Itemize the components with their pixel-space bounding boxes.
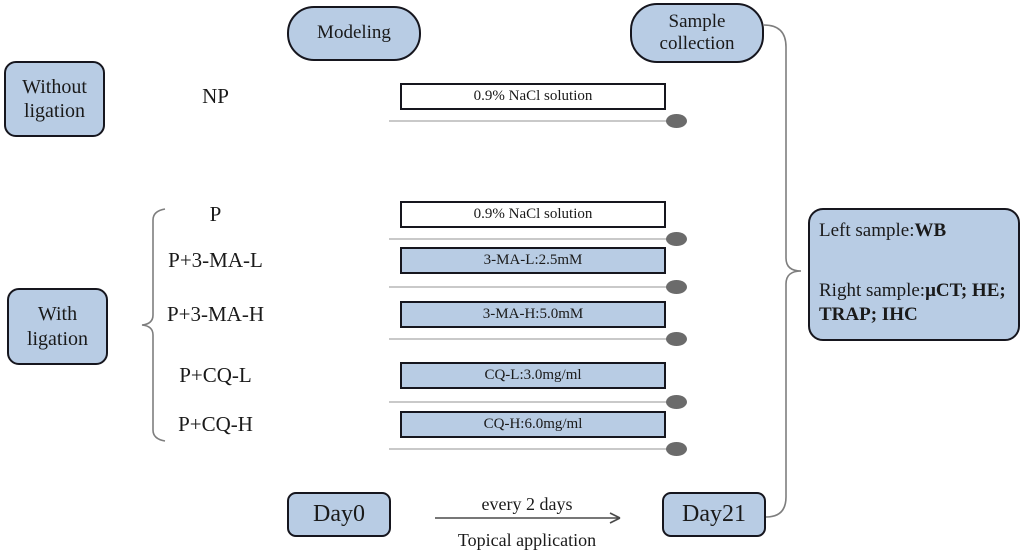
treatment-bar-np-label: 0.9% NaCl solution [473, 88, 593, 104]
day21-label: Day21 [682, 501, 746, 527]
day0-label: Day0 [313, 501, 365, 527]
sample-collection-stage-box: Sample collection [630, 3, 764, 63]
timeline-line-pcqh [389, 448, 677, 450]
timeline-line-p [389, 238, 677, 240]
treatment-bar-p: 0.9% NaCl solution [400, 201, 666, 228]
timeline-line-p3mah [389, 338, 677, 340]
timeline-line-pcql [389, 401, 677, 403]
group-label-pcql: P+CQ-L [179, 363, 252, 387]
sample-collection-stage-label: Sample collection [659, 10, 735, 54]
right-sample-label: Right sample: [819, 279, 926, 301]
treatment-bar-pcqh-label: CQ-H:6.0mg/ml [483, 416, 583, 432]
treatment-bar-p3mal-label: 3-MA-L:2.5mM [483, 252, 583, 268]
endpoint-dot-pcqh [666, 442, 687, 456]
treatment-bar-pcql: CQ-L:3.0mg/ml [400, 362, 666, 389]
modeling-stage-box: Modeling [287, 6, 421, 61]
arrow-caption-top: every 2 days [481, 494, 573, 514]
group-label-p3mal: P+3-MA-L [168, 248, 263, 272]
treatment-bar-np: 0.9% NaCl solution [400, 83, 666, 110]
group-label-p: P [209, 202, 222, 226]
without-ligation-box: Without ligation [4, 61, 105, 137]
right-sample-line: Right sample:μCT; HE; TRAP; IHC [819, 279, 1009, 327]
sample-analysis-box: Left sample:WB Right sample:μCT; HE; TRA… [808, 208, 1020, 341]
treatment-bar-p3mal: 3-MA-L:2.5mM [400, 247, 666, 274]
day0-box: Day0 [287, 492, 391, 537]
timeline-arrow [435, 512, 621, 524]
with-ligation-box: With ligation [7, 288, 108, 365]
endpoint-dot-pcql [666, 395, 687, 409]
left-sample-label: Left sample: [819, 220, 915, 241]
treatment-bar-pcql-label: CQ-L:3.0mg/ml [484, 367, 582, 383]
results-spacer [819, 243, 1009, 279]
endpoint-dot-p3mah [666, 332, 687, 346]
group-label-np: NP [202, 84, 229, 108]
endpoint-dot-np [666, 114, 687, 128]
timeline-line-p3mal [389, 286, 677, 288]
treatment-bar-pcqh: CQ-H:6.0mg/ml [400, 411, 666, 438]
day21-box: Day21 [662, 492, 766, 537]
right-sample-value: μCT; HE; TRAP; IHC [819, 279, 1006, 325]
treatment-bar-p-label: 0.9% NaCl solution [473, 206, 593, 222]
arrow-caption-bottom: Topical application [457, 530, 597, 550]
modeling-stage-label: Modeling [317, 22, 391, 44]
with-ligation-brace [141, 208, 166, 442]
sample-collection-brace [763, 24, 802, 518]
without-ligation-label: Without ligation [22, 75, 87, 122]
with-ligation-label: With ligation [26, 303, 89, 350]
endpoint-dot-p3mal [666, 280, 687, 294]
endpoint-dot-p [666, 232, 687, 246]
treatment-bar-p3mah: 3-MA-H:5.0mM [400, 301, 666, 328]
group-label-p3mah: P+3-MA-H [166, 302, 264, 326]
treatment-bar-p3mah-label: 3-MA-H:5.0mM [482, 306, 584, 322]
left-sample-value: WB [914, 220, 947, 241]
timeline-line-np [389, 120, 677, 122]
left-sample-line: Left sample:WB [819, 219, 1009, 243]
group-label-pcqh: P+CQ-H [178, 412, 253, 436]
